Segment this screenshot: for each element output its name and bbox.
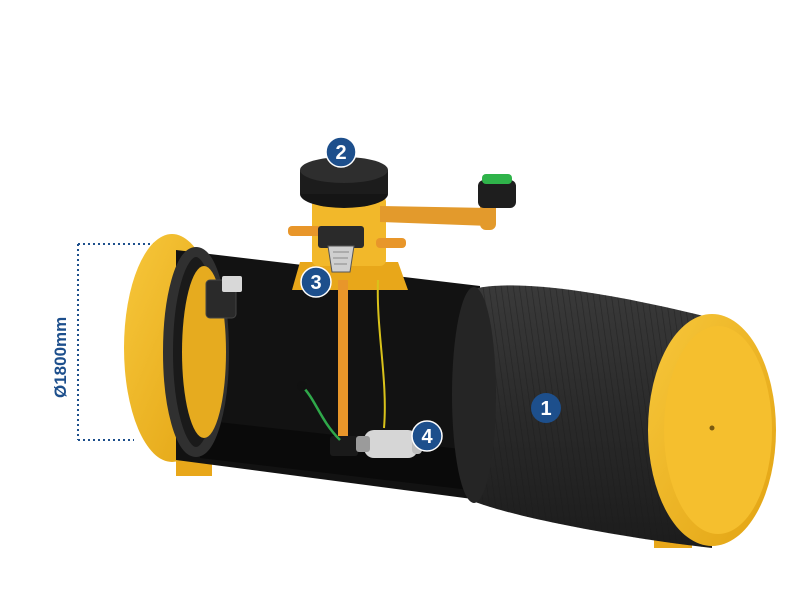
filter-basket [318,226,364,273]
callout-number-4: 4 [421,426,433,448]
left-side-pipe [288,226,322,236]
manhole-lid-top [300,157,388,183]
green-vent-cap [478,174,516,208]
dimension-label: Ø1800mm [51,317,70,398]
diameter-dimension: Ø1800mm [51,243,156,441]
callout-badge-4[interactable]: 4 [411,420,443,452]
callout-badge-2[interactable]: 2 [325,136,357,168]
right-side-pipe [376,238,406,248]
power-cable [376,279,386,429]
vent-pipe [380,206,490,226]
callout-badge-3[interactable]: 3 [300,266,332,298]
callout-number-3: 3 [310,272,321,294]
right-end-cap-face [664,326,772,534]
discharge-pipe-foot [330,436,358,456]
sensor-cable [301,385,341,441]
pump-unit [356,430,422,458]
sensor-plug [297,381,307,391]
discharge-pipe [338,280,348,440]
tank-shell-edge [452,287,496,503]
wall-mounted-sensor [205,276,242,319]
callout-number-2: 2 [335,142,346,164]
callout-badge-1[interactable]: 1 [531,393,561,423]
callout-number-1: 1 [540,398,551,420]
tank-shell-ribs [470,285,712,548]
right-end-cap-hole [709,425,715,431]
